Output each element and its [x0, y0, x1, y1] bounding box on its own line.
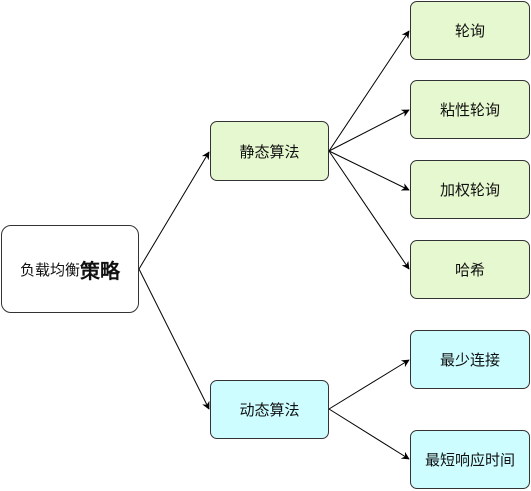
node-dynamic-algorithms: 动态算法	[210, 380, 329, 439]
node-weighted-round-robin: 加权轮询	[410, 160, 530, 219]
node-static-algorithms: 静态算法	[210, 121, 329, 181]
round-robin-label: 轮询	[454, 22, 485, 40]
dynamic-algorithms-label: 动态算法	[239, 401, 300, 419]
node-least-connections: 最少连接	[410, 330, 530, 389]
edge-static-sticky-round-robin	[328, 109, 410, 152]
root-node-load-balancing-strategy: 负载均衡策略	[1, 225, 139, 313]
edge-root-static	[138, 151, 210, 270]
root-label-prefix: 负载均衡	[19, 260, 80, 279]
shortest-response-time-label: 最短响应时间	[424, 451, 515, 469]
node-sticky-round-robin: 粘性轮询	[410, 80, 530, 139]
edge-static-round-robin	[328, 30, 410, 152]
least-connections-label: 最少连接	[439, 351, 500, 369]
edge-dynamic-least-connections	[328, 359, 410, 410]
edge-static-weighted-round-robin	[328, 150, 410, 191]
edge-static-hash	[328, 150, 410, 270]
edge-root-dynamic	[138, 268, 210, 410]
weighted-round-robin-label: 加权轮询	[439, 181, 500, 199]
node-shortest-response-time: 最短响应时间	[410, 430, 530, 489]
node-round-robin: 轮询	[410, 1, 530, 60]
root-label-emphasis: 策略	[80, 258, 120, 283]
static-algorithms-label: 静态算法	[239, 142, 300, 161]
edge-dynamic-shortest-response	[328, 408, 410, 460]
hash-label: 哈希	[454, 261, 485, 279]
node-hash: 哈希	[410, 240, 530, 299]
sticky-round-robin-label: 粘性轮询	[439, 101, 500, 119]
